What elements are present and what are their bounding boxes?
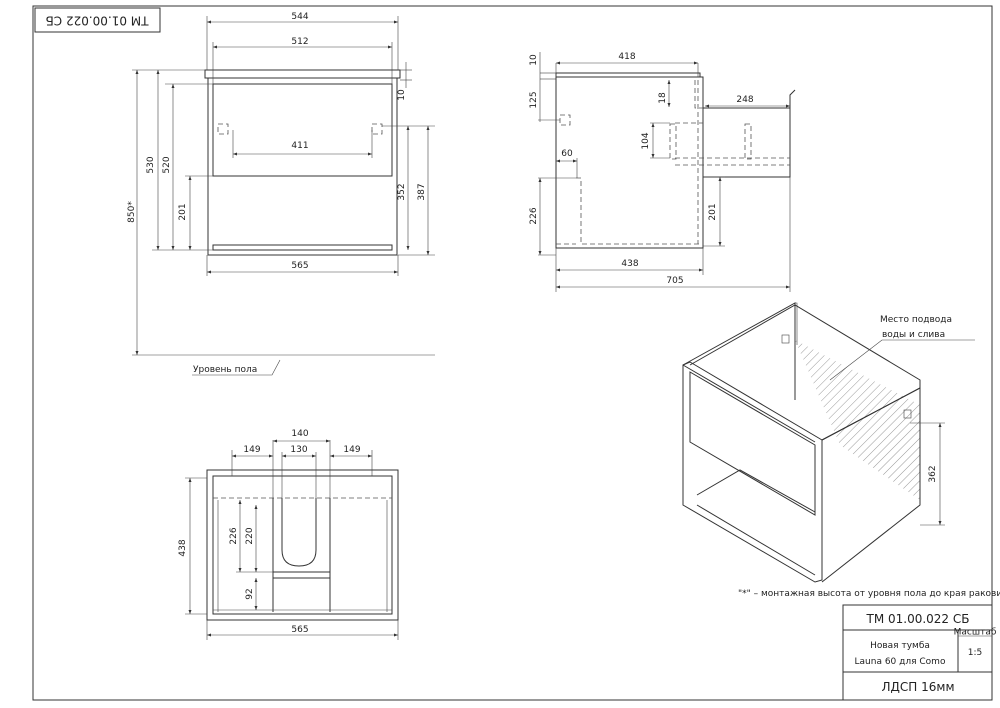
dim-362: 362: [928, 465, 938, 482]
floor-label: Уровень пола: [193, 365, 257, 375]
dim-10-side: 10: [529, 54, 539, 66]
dim-565-top: 565: [291, 625, 308, 635]
dim-705: 705: [666, 276, 683, 286]
top-view: 149 140 130 149 438 226 220 92 565: [178, 429, 399, 640]
isometric-view: 362 Место подвода воды и слива: [682, 302, 975, 583]
dim-18: 18: [658, 92, 668, 104]
dim-512: 512: [291, 37, 308, 47]
dim-125: 125: [529, 91, 539, 108]
dim-10: 10: [397, 89, 407, 101]
material: ЛДСП 16мм: [882, 680, 955, 694]
dim-201-side: 201: [708, 203, 718, 220]
dim-226: 226: [529, 207, 539, 224]
dim-438-side: 438: [621, 259, 638, 269]
callout-line-1: Место подвода: [880, 315, 952, 325]
rotated-code-box: [34, 7, 161, 33]
drawing-frame: [32, 5, 993, 701]
rotated-code: ТМ 01.00.022 СБ: [46, 14, 150, 28]
drawing-title-line1: Новая тумба: [870, 641, 930, 651]
scale-value: 1:5: [968, 648, 982, 658]
dim-149-right: 149: [343, 445, 360, 455]
dim-411: 411: [291, 141, 308, 151]
dim-226-top: 226: [229, 527, 239, 544]
dim-565: 565: [291, 261, 308, 271]
title-block: ТМ 01.00.022 СБ Новая тумба Launa 60 для…: [842, 604, 997, 701]
dim-530: 530: [146, 156, 156, 173]
dim-520: 520: [162, 156, 172, 173]
dim-104: 104: [641, 132, 651, 149]
dim-149-left: 149: [243, 445, 260, 455]
dim-850: 850*: [127, 201, 137, 223]
dim-130: 130: [290, 445, 307, 455]
dim-140: 140: [291, 429, 308, 439]
side-view: 418 10 125 18 248 104 60 226 201 438 705: [529, 52, 796, 292]
dim-387: 387: [417, 183, 427, 200]
dim-438-top: 438: [178, 539, 188, 556]
dim-220: 220: [245, 527, 255, 544]
drawing-title-line2: Launa 60 для Como: [855, 657, 946, 667]
drawing-code: ТМ 01.00.022 СБ: [866, 612, 970, 626]
dim-248: 248: [736, 95, 753, 105]
dim-352: 352: [397, 183, 407, 200]
dim-60: 60: [561, 149, 573, 159]
dim-418: 418: [618, 52, 635, 62]
dim-92: 92: [245, 588, 255, 599]
scale-label: Масштаб: [954, 628, 997, 638]
callout-line-2: воды и слива: [882, 330, 945, 340]
front-view: 544 512 411 565 850* 530 520 201 10 352 …: [127, 12, 435, 376]
dim-201: 201: [178, 203, 188, 220]
dim-544: 544: [291, 12, 308, 22]
mounting-note: "*" – монтажная высота от уровня пола до…: [738, 589, 1000, 599]
